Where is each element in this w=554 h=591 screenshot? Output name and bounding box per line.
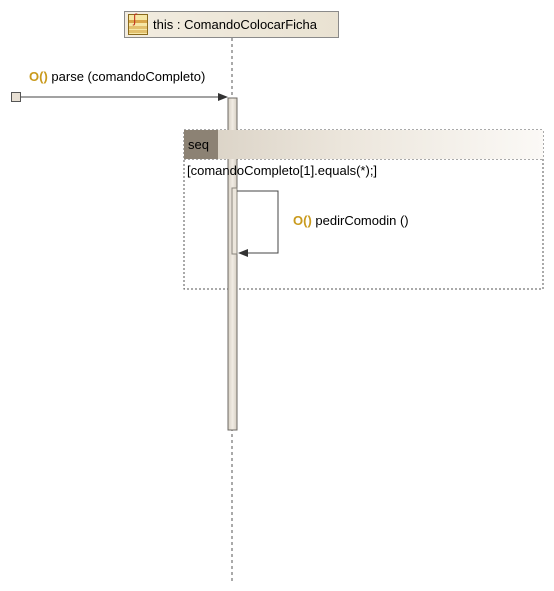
activation-bar bbox=[227, 97, 238, 431]
java-class-icon: ʃ bbox=[128, 13, 148, 35]
pedir-message-line bbox=[237, 190, 279, 254]
fragment-header: seq bbox=[184, 130, 543, 159]
operation-visibility-icon: O() bbox=[29, 69, 48, 84]
fragment-box bbox=[183, 129, 544, 290]
pedir-message-text: pedirComodin () bbox=[315, 213, 409, 228]
lifeline-header[interactable]: ʃ this : ComandoColocarFicha bbox=[124, 11, 339, 38]
fragment-operator: seq bbox=[184, 130, 218, 159]
fragment-guard: [comandoCompleto[1].equals(*);] bbox=[187, 163, 378, 178]
parse-message-label[interactable]: O() parse (comandoCompleto) bbox=[29, 69, 205, 85]
pedir-message-label[interactable]: O() pedirComodin () bbox=[293, 213, 409, 229]
pedir-message-arrowhead bbox=[238, 249, 248, 257]
self-call-activation bbox=[231, 187, 238, 255]
found-message-start bbox=[11, 92, 21, 102]
parse-message-text: parse (comandoCompleto) bbox=[51, 69, 206, 84]
operation-visibility-icon: O() bbox=[293, 213, 312, 228]
parse-message-arrowhead bbox=[218, 93, 228, 101]
lifeline-label: this : ComandoColocarFicha bbox=[153, 17, 318, 32]
